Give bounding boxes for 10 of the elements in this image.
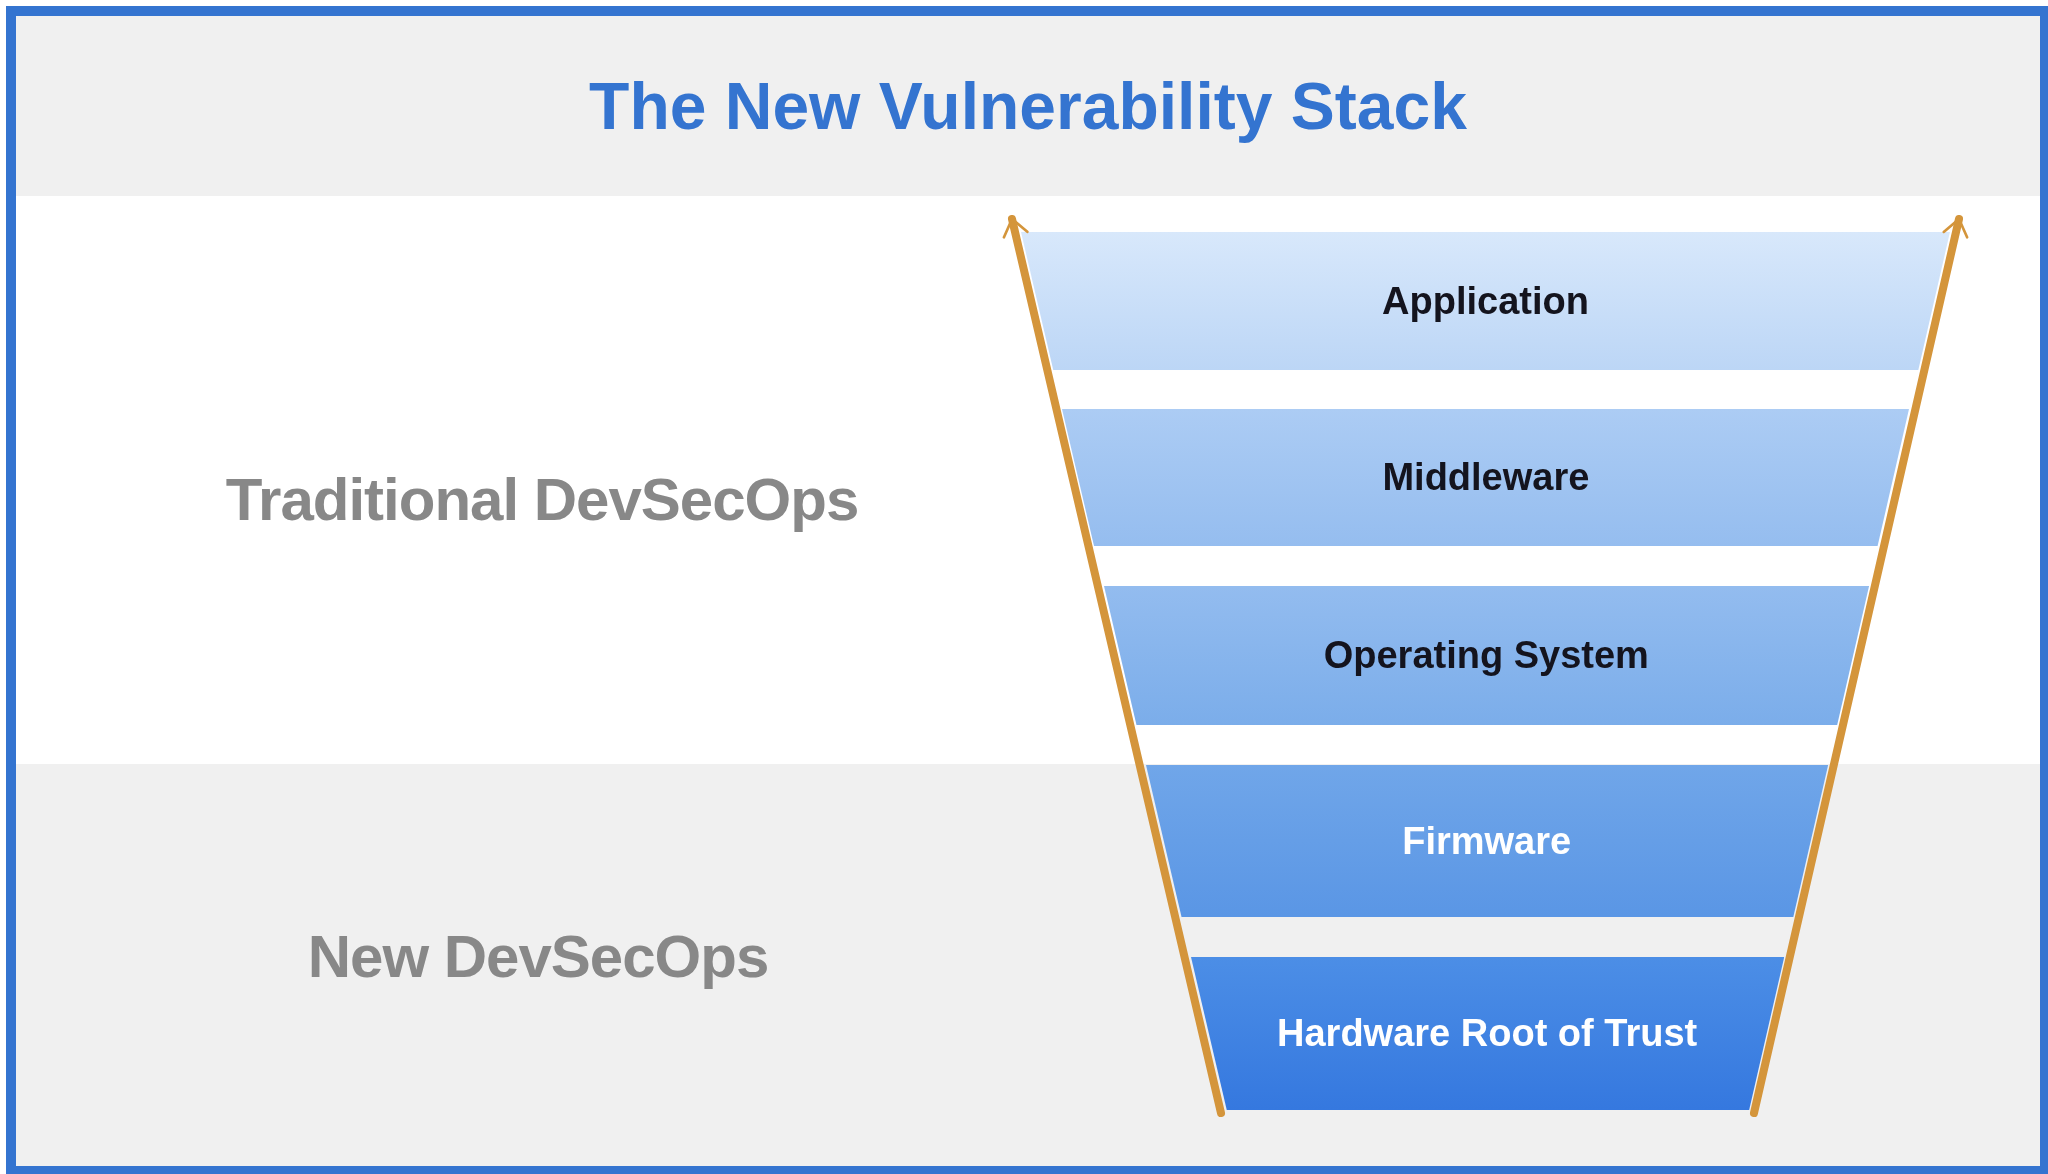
layer-label: Application: [1382, 279, 1589, 323]
section-label: Traditional DevSecOps: [225, 466, 859, 533]
title: The New Vulnerability Stack: [589, 68, 1467, 144]
layer-label: Middleware: [1382, 456, 1590, 499]
layer-label: Hardware Root of Trust: [1277, 1012, 1698, 1055]
layer-label: Operating System: [1323, 634, 1649, 677]
section-label: New DevSecOps: [307, 923, 769, 990]
layer-label: Firmware: [1402, 819, 1572, 863]
arrow: [1002, 215, 1225, 1117]
arrow: [1750, 215, 1969, 1117]
